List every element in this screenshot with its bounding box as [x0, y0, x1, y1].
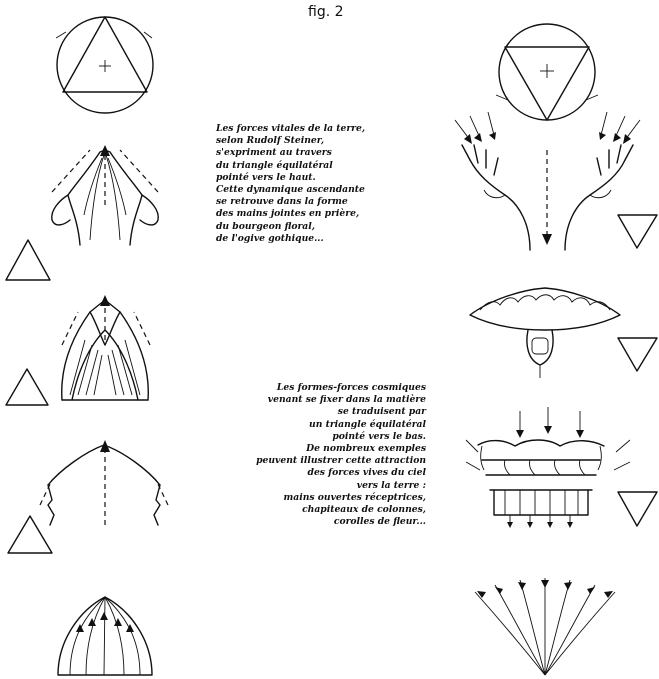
dome-ribs-icon — [58, 597, 152, 675]
praying-hands-icon — [52, 145, 159, 245]
triangle-up-icon — [8, 516, 52, 553]
circle-triangle-down-icon — [496, 24, 598, 120]
converging-arrows-icon — [475, 578, 615, 675]
triangle-up-icon — [6, 369, 48, 405]
triangle-down-icon — [618, 338, 657, 371]
flower-bud-icon — [62, 295, 150, 400]
gothic-arch-icon — [40, 440, 168, 525]
triangle-down-icon — [618, 215, 657, 248]
triangle-up-icon — [6, 240, 50, 280]
triangle-down-icon — [618, 492, 657, 526]
circle-triangle-up-icon — [56, 17, 153, 113]
column-capital-icon — [466, 407, 630, 528]
open-hands-icon — [455, 112, 640, 250]
flower-corolla-icon — [470, 288, 620, 378]
